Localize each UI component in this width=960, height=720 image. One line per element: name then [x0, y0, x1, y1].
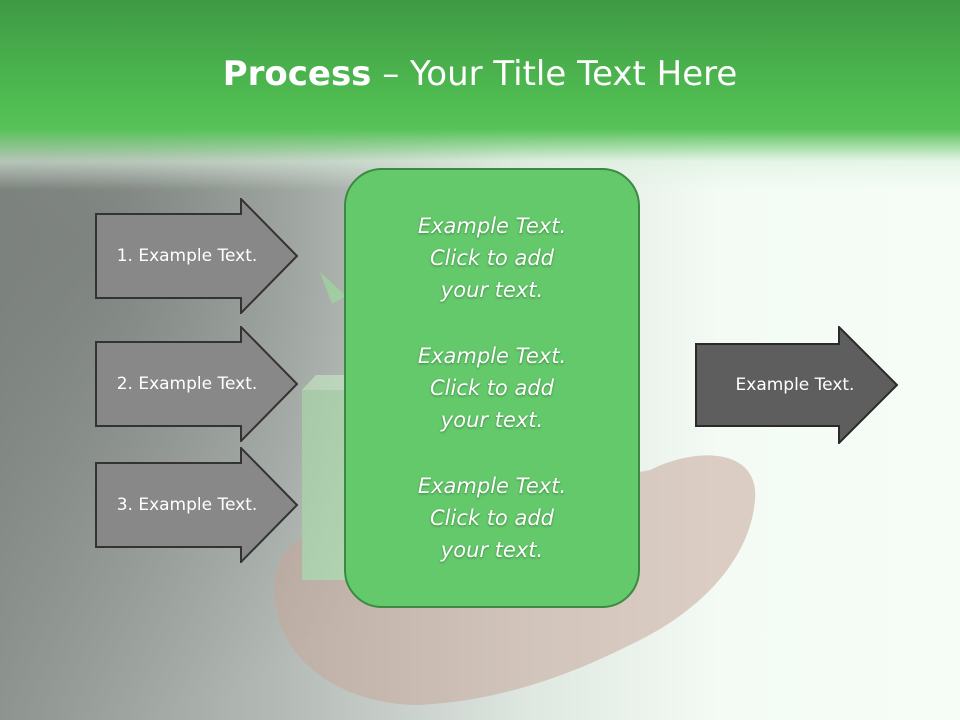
step-arrow-2[interactable]: 2. Example Text. [95, 326, 299, 442]
arrow-shape [95, 326, 299, 442]
card-paragraph-3[interactable]: Example Text. Click to add your text. [417, 474, 567, 562]
title-bold: Process [222, 54, 372, 94]
arrow-shape [95, 447, 299, 563]
step-arrow-1[interactable]: 1. Example Text. [95, 198, 299, 314]
arrow-label: 1. Example Text. [116, 246, 258, 266]
card-paragraph-1[interactable]: Example Text. Click to add your text. [417, 214, 567, 302]
card-paragraph-2[interactable]: Example Text. Click to add your text. [417, 344, 567, 432]
slide-title[interactable]: Process – Your Title Text Here [0, 52, 960, 96]
arrow-label: 3. Example Text. [116, 495, 258, 515]
center-text-card[interactable]: Example Text. Click to add your text. Ex… [344, 168, 640, 608]
header-band [0, 0, 960, 190]
arrow-shape [695, 326, 899, 444]
result-arrow[interactable]: Example Text. [695, 326, 899, 444]
step-arrow-3[interactable]: 3. Example Text. [95, 447, 299, 563]
title-rest: – Your Title Text Here [371, 54, 738, 94]
arrow-label: 2. Example Text. [116, 374, 258, 394]
arrow-shape [95, 198, 299, 314]
arrow-label: Example Text. [735, 375, 855, 395]
